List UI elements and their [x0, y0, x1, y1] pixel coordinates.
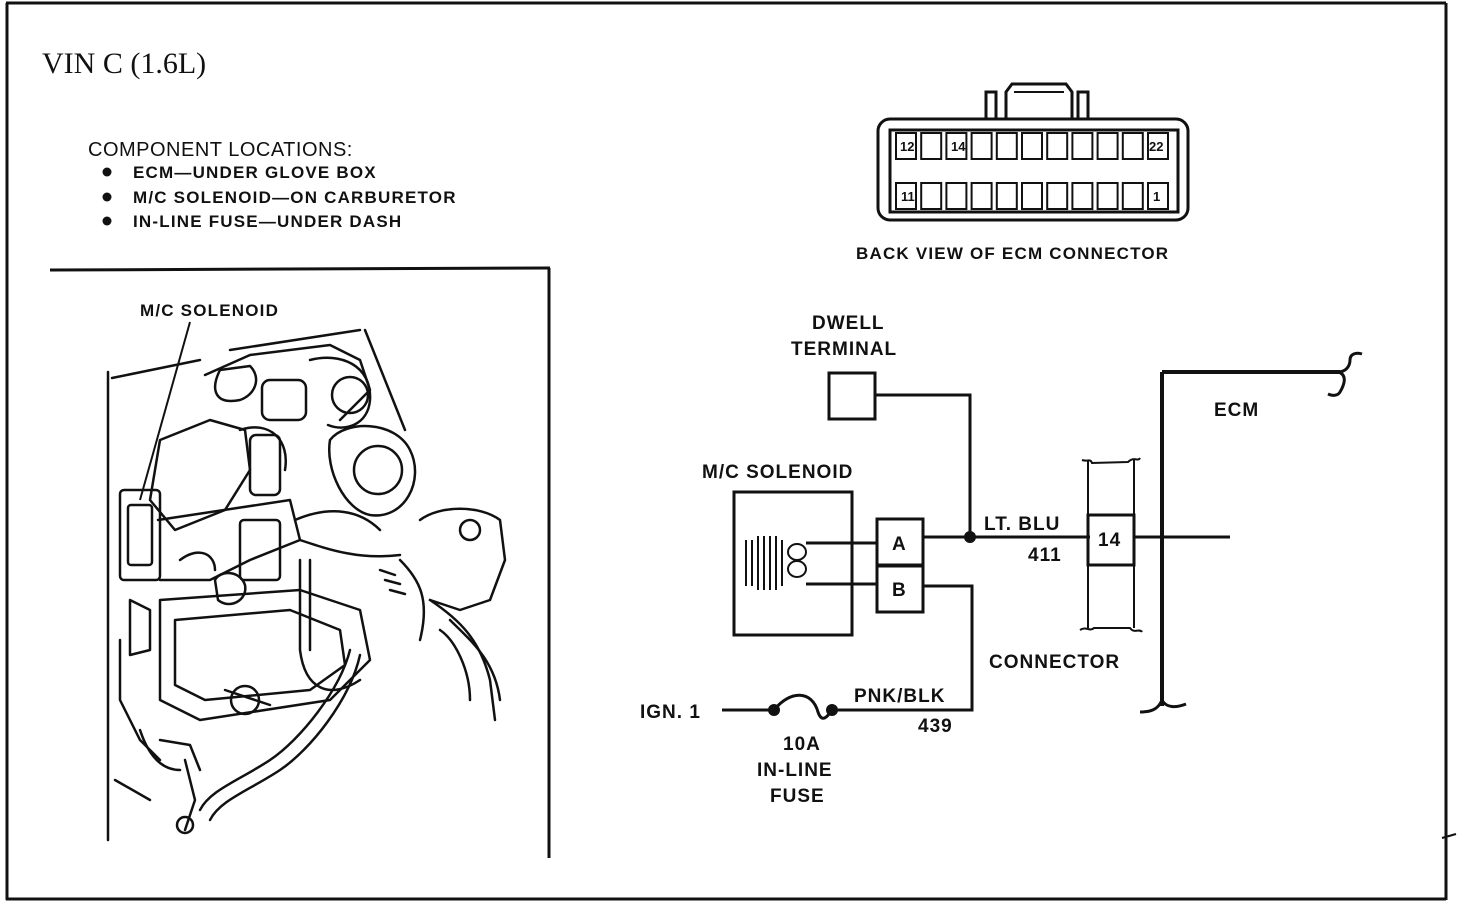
- wire-411-color: LT. BLU: [984, 514, 1060, 535]
- connector-pin-cavity: [1096, 182, 1119, 210]
- fuse-label: IN-LINE: [757, 760, 833, 781]
- connector-latch: [984, 90, 998, 119]
- connector-pin-cavity: [970, 182, 993, 210]
- wire-439: [832, 584, 974, 712]
- connector-pin-cavity: [995, 132, 1018, 160]
- location-item: ECM—UNDER GLOVE BOX: [133, 163, 377, 182]
- location-item: IN-LINE FUSE—UNDER DASH: [133, 212, 402, 231]
- connector-pin-cavity: [920, 182, 943, 210]
- engine-view-panel: M/C SOLENOID: [49, 266, 551, 858]
- bullet-icon: [102, 167, 112, 177]
- connector-pin-cavity: [1046, 132, 1069, 160]
- splice-icon: [964, 531, 976, 543]
- connector-pin-14: 14: [1098, 530, 1121, 551]
- ign-label: IGN. 1: [640, 702, 701, 723]
- inline-connector: 14: [1079, 457, 1143, 633]
- page-frame: [5, 1, 1457, 901]
- connector-pin-cavity: [895, 182, 917, 210]
- dwell-terminal: [827, 371, 877, 421]
- wire-411-circuit: 411: [1028, 545, 1062, 566]
- connector-pin-cavity: [1071, 182, 1094, 210]
- connector-pin-cavity: [945, 132, 968, 160]
- pin-label: 14: [951, 139, 966, 154]
- ecm-connector-back-view: 12 14 22 11 1 BACK VIEW OF ECM CONNECTOR: [856, 82, 1190, 263]
- wire-439-circuit: 439: [918, 716, 953, 737]
- component-locations: COMPONENT LOCATIONS: ECM—UNDER GLOVE BOX…: [88, 139, 457, 231]
- bullet-icon: [102, 192, 112, 202]
- connector-pin-cavity: [1021, 132, 1043, 160]
- diagram-title: VIN C (1.6L): [42, 47, 206, 80]
- connector-caption: BACK VIEW OF ECM CONNECTOR: [856, 244, 1169, 263]
- connector-pin-cavity: [1096, 132, 1119, 160]
- pin-label: 22: [1149, 139, 1163, 154]
- connector-housing: [876, 117, 1190, 222]
- connector-pin-cavity: [995, 182, 1018, 210]
- fuse-label: FUSE: [770, 786, 825, 807]
- engine-illustration: [106, 328, 507, 842]
- location-item: M/C SOLENOID—ON CARBURETOR: [133, 188, 457, 207]
- connector-pin-cavity: [1147, 132, 1169, 160]
- fuse-icon: [772, 693, 834, 720]
- fuse-terminal: [826, 704, 838, 716]
- connector-pin-cavity: [1071, 132, 1094, 160]
- connector-pin-cavity: [1147, 182, 1169, 210]
- solenoid-body: [732, 490, 854, 637]
- connector-pin-cavity: [1121, 132, 1144, 160]
- locations-heading: COMPONENT LOCATIONS:: [88, 139, 353, 161]
- ecm-box: ECM: [1139, 351, 1363, 714]
- fuse-label: 10A: [783, 734, 821, 755]
- ecm-label: ECM: [1214, 400, 1259, 421]
- connector-inner: [888, 128, 1180, 214]
- connector-latch: [1004, 82, 1074, 119]
- connector-pin-cavity: [895, 132, 917, 160]
- connector-pin-grid: [895, 132, 1169, 210]
- connector-pin-cavity: [1021, 182, 1043, 210]
- connector-pin-cavity: [945, 182, 968, 210]
- engine-callout-label: M/C SOLENOID: [140, 301, 279, 320]
- connector-label: CONNECTOR: [989, 652, 1120, 673]
- wire-439-color: PNK/BLK: [854, 686, 945, 707]
- connector-pin-cavity: [1046, 182, 1069, 210]
- connector-pin-cavity: [1121, 182, 1144, 210]
- bullet-icon: [102, 216, 112, 226]
- schematic: DWELL TERMINAL M/C SOLENOID A B LT. BLU: [640, 313, 1363, 807]
- connector-pin-cavity: [920, 132, 943, 160]
- callout-leader: [139, 321, 191, 501]
- coil-icon: [745, 536, 807, 590]
- pin-label: 12: [900, 139, 914, 154]
- dwell-label: DWELL: [812, 313, 885, 334]
- dwell-wire: [875, 393, 972, 537]
- pin-a-label: A: [892, 534, 907, 555]
- solenoid-label: M/C SOLENOID: [702, 462, 853, 483]
- connector-latch: [1076, 90, 1090, 119]
- connector-pin-cavity: [970, 132, 993, 160]
- solenoid-pin-b: [875, 564, 925, 614]
- dwell-label: TERMINAL: [791, 339, 897, 360]
- pin-label: 11: [901, 189, 915, 204]
- pin-b-label: B: [892, 580, 907, 601]
- pin-label: 1: [1153, 189, 1160, 204]
